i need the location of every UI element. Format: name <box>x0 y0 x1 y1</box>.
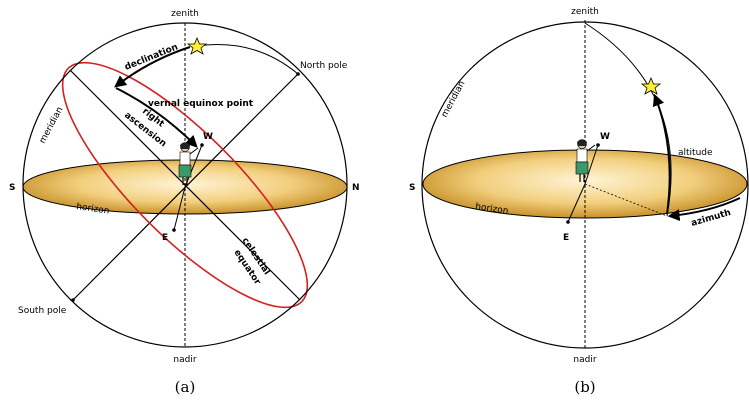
equator-diameter <box>69 69 301 301</box>
center-to-e-line-b <box>567 183 586 223</box>
celestial-sphere-b <box>421 21 749 349</box>
north-pole-label: North pole <box>300 61 348 71</box>
star-icon <box>186 36 208 55</box>
center-to-w-line-b <box>584 144 599 185</box>
meridian-label: meridian <box>38 105 66 145</box>
center-to-w-line <box>184 144 203 188</box>
nadir-label-b: nadir <box>573 355 596 365</box>
celestial-sphere-a <box>22 22 348 348</box>
hour-circle-arc <box>196 44 299 75</box>
celestial-equator-ring <box>61 61 309 309</box>
star-icon-b <box>640 76 662 95</box>
center-to-e-line <box>173 186 186 231</box>
declination-arrow <box>114 46 191 88</box>
observer-icon-b <box>575 139 596 182</box>
east-label-b: E <box>563 233 569 243</box>
right-ascension-arrow <box>115 87 198 148</box>
w-point-dot <box>200 143 204 147</box>
west-label-b: W <box>600 132 610 142</box>
azimuth-arrow <box>667 197 741 222</box>
north-label: N <box>352 183 360 193</box>
caption-a: (a) <box>175 378 196 396</box>
horizon-label-b: horizon <box>475 202 509 217</box>
north-pole-dot <box>296 72 300 76</box>
meridian-label-b: meridian <box>440 79 468 119</box>
altitude-label: altitude <box>678 148 713 158</box>
projection-line <box>584 183 668 217</box>
declination-label: declination <box>123 42 179 72</box>
horizon-label: horizon <box>76 202 110 217</box>
w-point-dot-b <box>596 143 600 147</box>
zenith-label-b: zenith <box>571 7 599 17</box>
nadir-label: nadir <box>173 355 196 365</box>
altitude-arrow <box>652 93 671 215</box>
zenith-label: zenith <box>171 9 199 19</box>
south-label-b: S <box>409 183 415 193</box>
panel-b: zenith nadir meridian horizon altitude a… <box>409 7 749 396</box>
west-label: W <box>203 132 213 142</box>
south-pole-label: South pole <box>18 306 67 316</box>
caption-b: (b) <box>574 378 595 396</box>
south-label: S <box>9 183 15 193</box>
south-pole-dot <box>71 298 75 302</box>
observer-icon <box>178 142 199 185</box>
e-point-dot-b <box>566 220 570 224</box>
vernal-equinox-label: vernal equinox point <box>148 99 254 109</box>
panel-a: zenith nadir North pole South pole merid… <box>9 9 360 396</box>
east-label: E <box>162 233 168 243</box>
e-point-dot <box>172 228 176 232</box>
